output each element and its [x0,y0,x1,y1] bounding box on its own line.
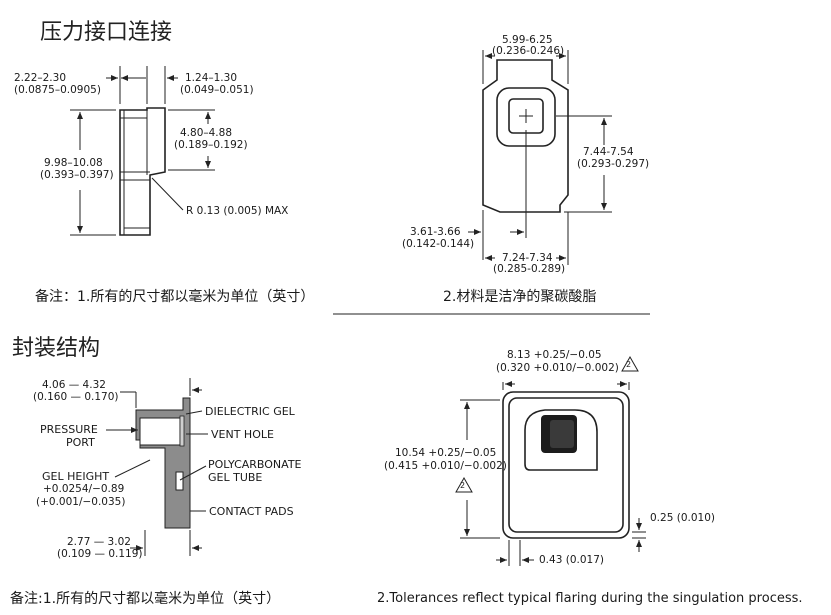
dim-package-height-in: (0.415 +0.010/−0.002) [384,460,507,472]
label-pressure-port-2: PORT [66,436,95,449]
label-gel-height-3: (+0.001/−0.035) [36,496,126,508]
tolerance-triangle-mark-2: 2 [460,481,466,490]
dim-port-width-mm: 2.22–2.30 [14,72,67,84]
label-vent-hole: VENT HOLE [211,428,274,441]
dim-port-step-in: (0.049–0.051) [180,84,254,96]
dim-upper-height-mm: 4.80–4.88 [180,127,233,139]
dim-bottom-width-in: (0.285-0.289) [493,263,566,275]
port-side-profile [70,66,215,236]
dim-package-height-mm: 10.54 +0.25/−0.05 [395,447,497,459]
label-dielectric-gel: DIELECTRIC GEL [205,405,295,418]
dim-bottom-left-in: (0.142-0.144) [402,238,475,250]
note-units: 备注：1.所有的尺寸都以毫米为单位（英寸） [35,289,315,305]
dim-bottom-left-mm: 3.61-3.66 [410,226,461,238]
section-title-pressure-interface: 压力接口连接 [40,20,173,45]
section-title-package-structure: 封装结构 [12,336,101,361]
dim-package-top-in: (0.160 — 0.170) [33,391,119,403]
dim-side-height-mm: 7.44-7.54 [583,146,634,158]
dim-pad-width: 0.43 (0.017) [539,554,604,566]
label-pressure-port-1: PRESSURE [40,423,98,436]
dim-port-width-in: (0.0875–0.0905) [14,84,101,96]
port-top-outline [482,59,569,213]
dim-side-height-in: (0.293-0.297) [577,158,650,170]
dim-package-bottom-in: (0.109 — 0.119) [57,548,143,560]
label-gel-tube-2: GEL TUBE [208,471,263,484]
label-contact-pads: CONTACT PADS [209,505,294,518]
dim-upper-height-in: (0.189–0.192) [174,139,248,151]
port-outline [119,107,166,236]
dim-top-width-in: (0.236-0.246) [492,45,565,57]
port-top-view [468,50,612,265]
dim-pad-height: 0.25 (0.010) [650,512,715,524]
note-units-2: 备注:1.所有的尺寸都以毫米为单位（英寸） [10,591,281,607]
dim-package-bottom-mm: 2.77 — 3.02 [67,536,131,548]
tolerance-triangle-mark-1: 2 [626,360,632,369]
label-gel-height-1: GEL HEIGHT [42,470,110,483]
dim-top-width-mm: 5.99-6.25 [502,34,553,46]
dim-total-height-in: (0.393–0.397) [40,169,114,181]
dim-radius: R 0.13 (0.005) MAX [186,205,289,217]
dim-port-step-mm: 1.24–1.30 [185,72,238,84]
package-cross-section [106,378,208,556]
label-gel-tube-1: POLYCARBONATE [208,458,302,471]
dim-package-top-mm: 4.06 — 4.32 [42,379,106,391]
dim-package-width-mm: 8.13 +0.25/−0.05 [507,349,602,361]
dim-total-height-mm: 9.98–10.08 [44,157,103,169]
dim-bottom-width-mm: 7.24-7.34 [502,252,553,264]
dim-package-width-in: (0.320 +0.010/−0.002) [496,362,619,374]
label-gel-height-2: +0.0254/−0.89 [43,483,125,495]
note-tolerances: 2.Tolerances reflect typical flaring dur… [377,591,803,606]
package-top-view [455,355,646,566]
note-material: 2.材料是洁净的聚碳酸脂 [443,289,597,305]
